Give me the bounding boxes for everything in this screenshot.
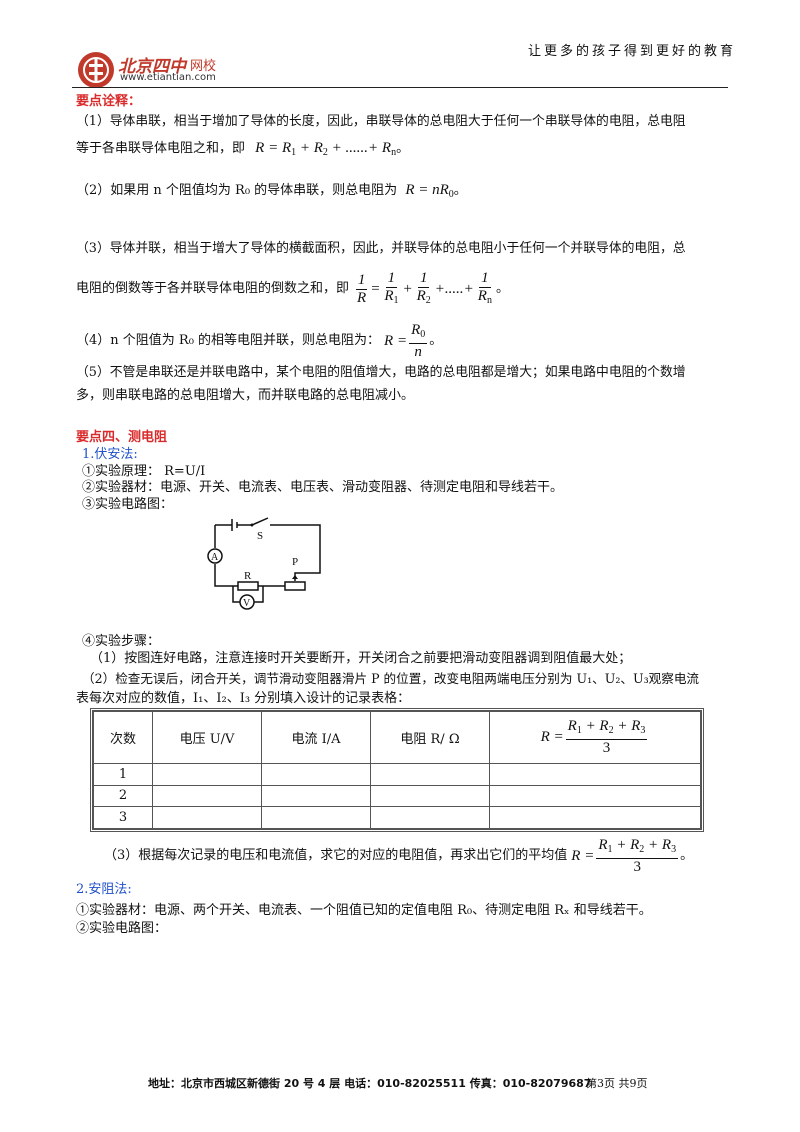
record-table: 次数 电压 U/V 电流 I/A 电阻 R/ Ω R =R1 + R2 + R3…	[93, 711, 701, 829]
step-3: （3）根据每次记录的电压和电流值，求它的对应的电阻值，再求出它们的平均值 R =…	[104, 836, 694, 875]
footer-address: 地址：北京市西城区新德街 20 号 4 层 电话：010-82025511 传真…	[148, 1077, 592, 1090]
table-row: 2	[93, 784, 701, 808]
p2-text: （2）如果用 n 个阻值均为 R₀ 的导体串联，则总电阻为	[76, 183, 398, 198]
school-logo-icon	[78, 52, 114, 88]
item-circuit: ③实验电路图：	[82, 497, 174, 512]
resistor-label: R	[244, 570, 252, 582]
method-ammeter-resistor: 2.安阻法:	[76, 882, 132, 897]
p1-line2-text: 等于各串联导体电阻之和，即	[76, 141, 246, 156]
item-principle: ①实验原理： R=U/I	[82, 464, 206, 479]
table-header-current: 电流 I/A	[261, 711, 371, 764]
p4-text: （4）n 个阻值为 R₀ 的相等电阻并联，则总电阻为：	[76, 333, 381, 348]
step-2-line2: 表每次对应的数值，I₁、I₂、I₃ 分别填入设计的记录表格：	[76, 691, 411, 706]
logo-url: www.etiantian.com	[120, 72, 216, 83]
logo-name: 北京四中	[118, 57, 186, 77]
header: 北京四中 网校 www.etiantian.com 让更多的孩子得到更好的教育	[0, 0, 800, 90]
table-header-voltage: 电压 U/V	[152, 711, 262, 764]
item-equipment: ②实验器材：电源、开关、电流表、电压表、滑动变阻器、待测定电阻和导线若干。	[82, 480, 564, 495]
p3-line2-text: 电阻的倒数等于各并联导体电阻的倒数之和，即	[76, 281, 350, 296]
switch-label: S	[257, 530, 263, 542]
p3-line1: （3）导体并联，相当于增大了导体的横截面积，因此，并联导体的总电阻小于任何一个并…	[76, 241, 686, 256]
method-voltammeter: 1.伏安法:	[82, 447, 138, 462]
record-table-frame: 次数 电压 U/V 电流 I/A 电阻 R/ Ω R =R1 + R2 + R3…	[90, 708, 704, 832]
series-equal-formula: R = nR0	[405, 182, 454, 200]
p1-line2: 等于各串联导体电阻之和，即 R = R1 + R2 + ......+ Rn。	[76, 140, 410, 158]
rheostat-label: P	[292, 556, 298, 568]
item-circuit-2: ②实验电路图：	[76, 921, 168, 936]
section-explain-title: 要点诠释：	[76, 94, 142, 109]
p5-line2: 多，则串联电路的总电阻增大，而并联电路的总电阻减小。	[76, 388, 415, 403]
voltammeter-circuit-diagram: S A R P V	[207, 517, 321, 610]
table-header-count: 次数	[93, 711, 153, 764]
p1-line1: （1）导体串联，相当于增加了导体的长度，因此，串联导体的总电阻大于任何一个串联导…	[76, 114, 686, 129]
header-divider	[72, 87, 728, 88]
table-header-resistance: 电阻 R/ Ω	[370, 711, 490, 764]
footer-page: 第3页 共9页	[586, 1077, 648, 1090]
step-3-text: （3）根据每次记录的电压和电流值，求它的对应的电阻值，再求出它们的平均值	[104, 848, 568, 863]
slogan: 让更多的孩子得到更好的教育	[528, 44, 737, 59]
item-equipment-2: ①实验器材：电源、两个开关、电流表、一个阻值已知的定值电阻 R₀、待测定电阻 R…	[76, 903, 652, 918]
p5-line1: （5）不管是串联还是并联电路中，某个电阻的阻值增大，电路的总电阻都是增大；如果电…	[76, 365, 686, 380]
voltmeter-label: V	[243, 598, 251, 609]
table-row: 1	[93, 763, 701, 786]
row-index: 2	[93, 784, 153, 808]
row-index: 1	[93, 763, 153, 786]
section-measure-title: 要点四、测电阻	[76, 430, 168, 445]
step-1: （1）按图连好电路，注意连接时开关要断开，开关闭合之前要把滑动变阻器调到阻值最大…	[90, 651, 632, 666]
logo-sub: 网校	[190, 59, 217, 74]
ammeter-label: A	[211, 552, 219, 563]
step-2-line1: （2）检查无误后，闭合开关，调节滑动变阻器滑片 P 的位置，改变电阻两端电压分别…	[82, 671, 700, 686]
item-steps: ④实验步骤：	[82, 634, 161, 649]
series-formula: R = R1 + R2 + ......+ Rn	[255, 140, 397, 158]
row-index: 3	[93, 806, 153, 829]
table-row: 3	[93, 806, 701, 829]
p2: （2）如果用 n 个阻值均为 R₀ 的导体串联，则总电阻为 R = nR0。	[76, 182, 467, 200]
